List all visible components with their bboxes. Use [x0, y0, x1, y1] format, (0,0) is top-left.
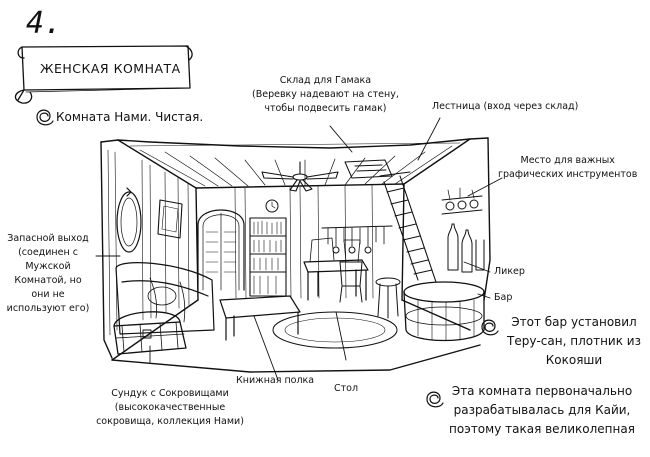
back-wall-planks — [234, 184, 374, 299]
desk-chair — [339, 239, 363, 303]
label-line: Стол — [334, 383, 359, 394]
label-line: Мужской — [25, 261, 71, 272]
label-treasure-chest: Сундук с Сокровищами (высококачественные… — [84, 387, 256, 429]
ceiling-planks — [129, 142, 461, 187]
wall-picture — [157, 199, 183, 239]
label-ladder: Лестница (вход через склад) — [432, 100, 578, 114]
label-bookshelf: Книжная полка — [236, 374, 314, 388]
note-line: Эта комната первоначально — [451, 384, 633, 398]
label-bar: Бар — [494, 291, 512, 305]
sofa — [115, 262, 215, 335]
room-note: Комната Нами. Чистая. — [56, 110, 204, 124]
annotation-leader-lines — [95, 117, 503, 381]
instrument-rack — [321, 225, 393, 254]
label-line: (соединен с — [18, 247, 78, 258]
wall-clock — [265, 199, 279, 213]
page-title: ЖЕНСКАЯ КОМНАТА — [40, 61, 181, 76]
label-liquor: Ликер — [494, 265, 525, 279]
label-line: Комнатой, но — [14, 275, 82, 286]
note-line: разрабатывалась для Кайи, — [453, 403, 631, 417]
ladder-staircase — [379, 171, 437, 283]
label-line: чтобы подвесить гамак) — [264, 103, 387, 114]
note-line: Кокояши — [545, 353, 603, 367]
floor-rug — [272, 311, 398, 349]
spiral-bullet-icon — [481, 319, 499, 336]
oval-mirror — [116, 187, 142, 253]
label-instruments: Место для важных графических инструменто… — [498, 154, 637, 182]
instrument-shelf — [441, 187, 483, 215]
label-line: графических инструментов — [498, 169, 638, 180]
label-line: Ликер — [494, 266, 525, 277]
label-line: Бар — [494, 292, 513, 303]
note-line: Теру-сан, плотник из — [507, 334, 641, 348]
label-emergency-exit: Запасной выход (соединен с Мужской Комна… — [0, 232, 96, 316]
label-line: Запасной выход — [7, 233, 89, 244]
note-line: поэтому такая великолепная — [449, 422, 635, 436]
label-line: Сундук с Сокровищами — [111, 388, 229, 399]
design-note: Эта комната первоначально разрабатывалас… — [438, 382, 646, 439]
label-line: сокровища, коллекция Нами) — [96, 416, 244, 427]
spiral-bullet-icon — [36, 109, 54, 126]
title-scroll-banner — [14, 45, 193, 104]
label-line: (Веревку надевают на стену, — [252, 89, 399, 100]
left-wall-planks — [107, 149, 190, 336]
label-storage: Склад для Гамака (Веревку надевают на ст… — [252, 74, 399, 116]
note-line: Этот бар установил — [511, 315, 637, 329]
liquor-bottles — [447, 223, 485, 273]
ceiling-fan — [261, 161, 339, 192]
label-line: используют его) — [6, 303, 90, 314]
treasure-chest — [113, 311, 187, 355]
arched-cabinet — [197, 209, 245, 291]
desk — [303, 237, 369, 301]
label-line: Лестница (вход через склад) — [432, 101, 579, 112]
bookshelf — [249, 217, 287, 297]
label-line: Книжная полка — [236, 375, 315, 386]
label-line: они не — [31, 289, 65, 300]
label-line: (высококачественные — [114, 402, 226, 413]
ceiling-hatch — [344, 159, 393, 179]
room-walls — [100, 137, 491, 373]
page-number: 4. — [26, 6, 63, 41]
label-line: Склад для Гамака — [279, 75, 372, 86]
label-line: Место для важных — [520, 155, 615, 166]
spiral-bullet-icon — [426, 391, 444, 408]
label-table: Стол — [334, 382, 358, 396]
bar-stool — [375, 277, 401, 319]
bar-counter — [403, 281, 485, 342]
bar-note: Этот бар установил Теру-сан, плотник из … — [498, 313, 650, 370]
